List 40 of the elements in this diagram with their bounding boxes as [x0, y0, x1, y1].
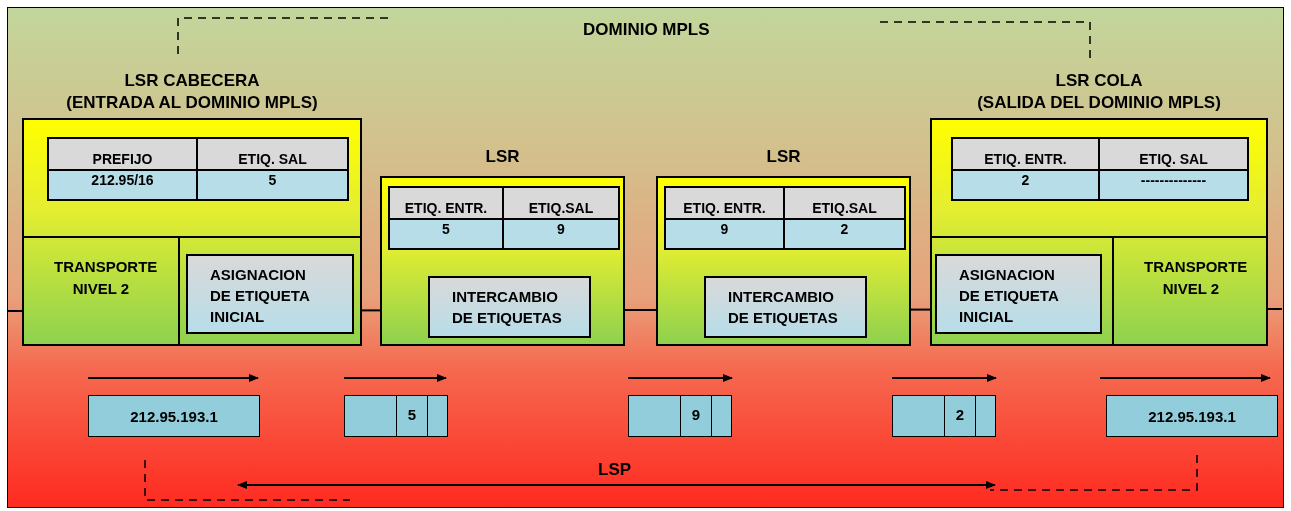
table-cell: 5: [390, 220, 504, 248]
span-label: LSP: [598, 460, 632, 480]
process-box: INTERCAMBIO DE ETIQUETAS: [704, 276, 867, 338]
table-cell: 9: [666, 220, 785, 248]
table-cell: 9: [504, 220, 618, 248]
label-value: 5: [397, 396, 428, 436]
router-heading: LSR: [484, 146, 521, 168]
packet-box: 212.95.193.1: [1106, 395, 1278, 437]
table-header-cell: ETIQ. ENTR.: [390, 188, 504, 220]
packet-box: [892, 395, 996, 437]
table-cell: 212.95/16: [49, 171, 198, 199]
label-table: [388, 186, 620, 250]
table-header-cell: ETIQ.SAL: [785, 188, 904, 220]
packet-box: 212.95.193.1: [88, 395, 260, 437]
table-header-cell: PREFIJO: [49, 139, 198, 171]
router-heading: LSR: [765, 146, 802, 168]
packet-box: [344, 395, 448, 437]
diagram-title: DOMINIO MPLS: [583, 20, 710, 40]
packet-box: [628, 395, 732, 437]
table-header-cell: ETIQ. SAL: [198, 139, 347, 171]
table-cell: --------------: [1100, 171, 1247, 199]
router-heading: LSR COLA (SALIDA DEL DOMINIO MPLS): [976, 70, 1222, 114]
table-cell: 2: [785, 220, 904, 248]
label-value: 2: [945, 396, 976, 436]
table-header-cell: ETIQ. ENTR.: [666, 188, 785, 220]
process-box: INTERCAMBIO DE ETIQUETAS: [428, 276, 591, 338]
process-label: TRANSPORTE NIVEL 2: [1112, 236, 1268, 346]
process-label: TRANSPORTE NIVEL 2: [24, 236, 180, 346]
label-table: [664, 186, 906, 250]
table-cell: 5: [198, 171, 347, 199]
label-table: [47, 137, 349, 201]
process-box: ASIGNACION DE ETIQUETA INICIAL: [935, 254, 1102, 334]
table-cell: 2: [953, 171, 1100, 199]
process-box: ASIGNACION DE ETIQUETA INICIAL: [186, 254, 354, 334]
table-header-cell: ETIQ. ENTR.: [953, 139, 1100, 171]
label-value: 9: [681, 396, 712, 436]
table-header-cell: ETIQ.SAL: [504, 188, 618, 220]
router-heading: LSR CABECERA (ENTRADA AL DOMINIO MPLS): [65, 70, 319, 114]
table-header-cell: ETIQ. SAL: [1100, 139, 1247, 171]
label-table: [951, 137, 1249, 201]
